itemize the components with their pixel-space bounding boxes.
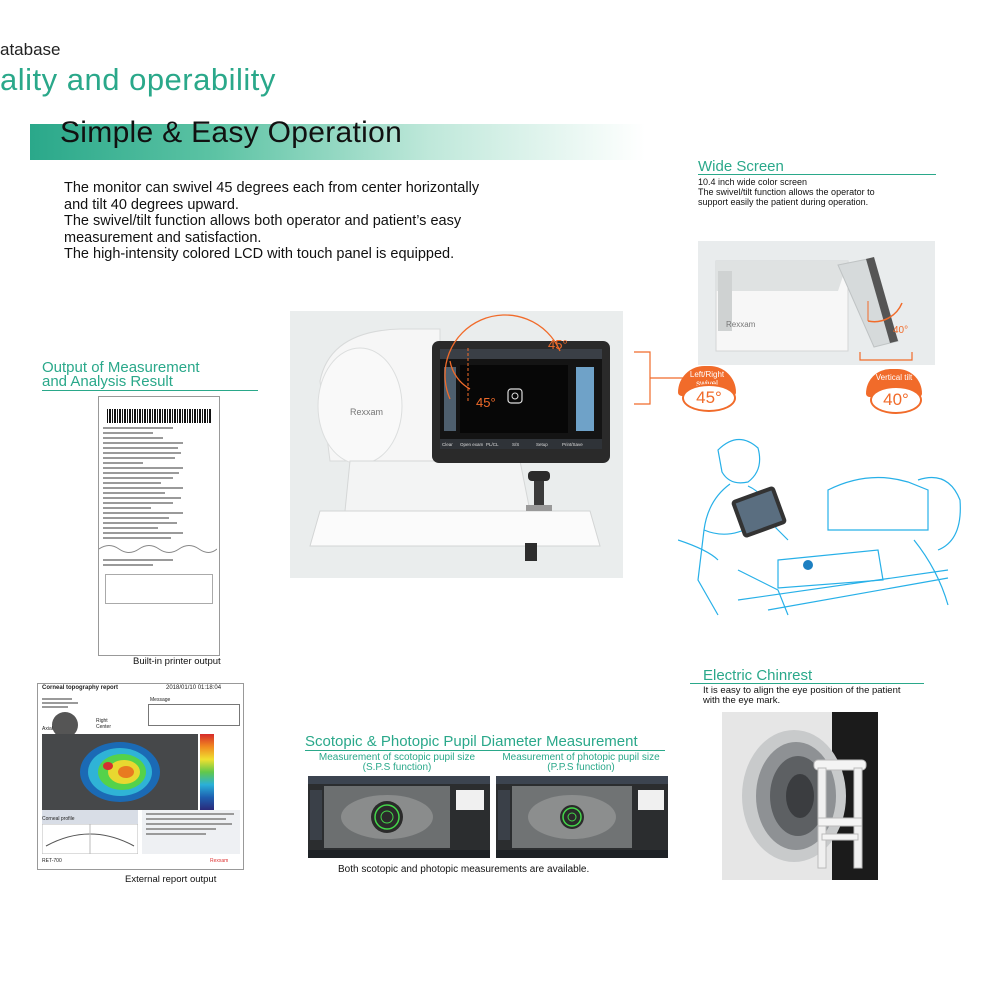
intro-line: The monitor can swivel 45 degrees each f… [64, 180, 480, 196]
topography-map [42, 734, 198, 810]
pupil-caption: Both scotopic and photopic measurements … [338, 864, 590, 875]
intro-line: measurement and satisfaction. [64, 229, 262, 246]
color-scale [200, 734, 214, 810]
scotopic-label: Measurement of scotopic pupil size (S.P.… [318, 752, 476, 773]
pupil-title: Scotopic & Photopic Pupil Diameter Measu… [305, 733, 638, 750]
screen-button-ss: S/S [512, 442, 519, 447]
report-model: RET-700 [42, 858, 62, 864]
screen-button-clear: Clear [442, 442, 453, 447]
report-message-box [148, 704, 240, 726]
report-profile-label: Corneal profile [42, 816, 75, 822]
device-illustration: Rexxam 45° 45° Clear Open exam PL/CL S/S… [290, 311, 623, 578]
photopic-label: Measurement of photopic pupil size (P.P.… [502, 752, 660, 773]
screen-button-setup: Setup [536, 442, 548, 447]
screen-button-open: Open exam [460, 442, 484, 447]
printer-caption: Built-in printer output [133, 656, 221, 667]
report-title: Corneal topography report [42, 685, 119, 691]
corneal-profile-graph [42, 824, 138, 854]
receipt-cut-mark [99, 545, 217, 553]
title-band [30, 124, 645, 160]
report-brand: Rexxam [210, 858, 229, 864]
report-values-table [142, 810, 240, 854]
section-header-title: ality and operability [0, 62, 276, 97]
wide-screen-rule [698, 174, 936, 175]
intro-text: The monitor can swivel 45 degrees each f… [64, 180, 654, 263]
patient-sketch [678, 438, 961, 616]
pupil-rule [305, 750, 665, 751]
badge-connector [634, 351, 913, 405]
section-header-small: atabase [0, 40, 61, 59]
band-title: Simple & Easy Operation [60, 116, 403, 149]
intro-line: and tilt 40 degrees upward. [64, 196, 239, 213]
photopic-screen [496, 776, 668, 858]
external-report: Corneal topography report 2018/01/10 01:… [37, 683, 244, 870]
receipt-barcode [107, 409, 211, 423]
printer-receipt [98, 396, 220, 656]
tilt-photo-illustration: Rexxam 40° [698, 241, 935, 365]
wide-screen-brand: Rexxam [726, 320, 756, 329]
report-table [42, 810, 138, 824]
report-axial-label: Axial [42, 726, 53, 732]
scotopic-screen [308, 776, 490, 858]
wide-screen-desc: The swivel/tilt function allows the oper… [698, 187, 875, 207]
output-title-line2: and Analysis Result [42, 373, 173, 390]
output-rule [42, 390, 258, 391]
tilt-badge-value: 40° [870, 386, 922, 414]
device-angle-left: 45° [476, 395, 496, 410]
device-brand: Rexxam [350, 407, 383, 417]
chinrest-title: Electric Chinrest [703, 667, 813, 684]
wide-screen-photo: Rexxam 40° [698, 241, 935, 365]
external-caption: External report output [125, 874, 217, 885]
report-message-label: Message [150, 697, 171, 703]
chinrest-rule [690, 683, 924, 684]
output-title-line1: Output of Measurement [42, 359, 200, 376]
device-angle-top: 45° [548, 337, 568, 352]
report-eye-thumbnail [52, 712, 78, 738]
swivel-badge-value: 45° [682, 384, 736, 412]
screen-button-plcl: PL/CL [486, 442, 499, 447]
tilt-angle-label: 40° [893, 325, 908, 336]
wide-screen-subtitle: 10.4 inch wide color screen [698, 177, 808, 187]
intro-line: The high-intensity colored LCD with touc… [64, 246, 455, 262]
report-date: 2018/01/10 01:18:04 [166, 685, 222, 691]
intro-line: The swivel/tilt function allows both ope… [64, 213, 462, 229]
chinrest-photo [722, 712, 878, 880]
chinrest-desc: It is easy to align the eye position of … [703, 685, 901, 706]
screen-button-print: Print/Save [562, 442, 583, 447]
device-photo: Rexxam 45° 45° Clear Open exam PL/CL S/S… [290, 311, 623, 578]
report-eye-label: Right Center [96, 718, 112, 730]
wide-screen-title: Wide Screen [698, 158, 784, 175]
